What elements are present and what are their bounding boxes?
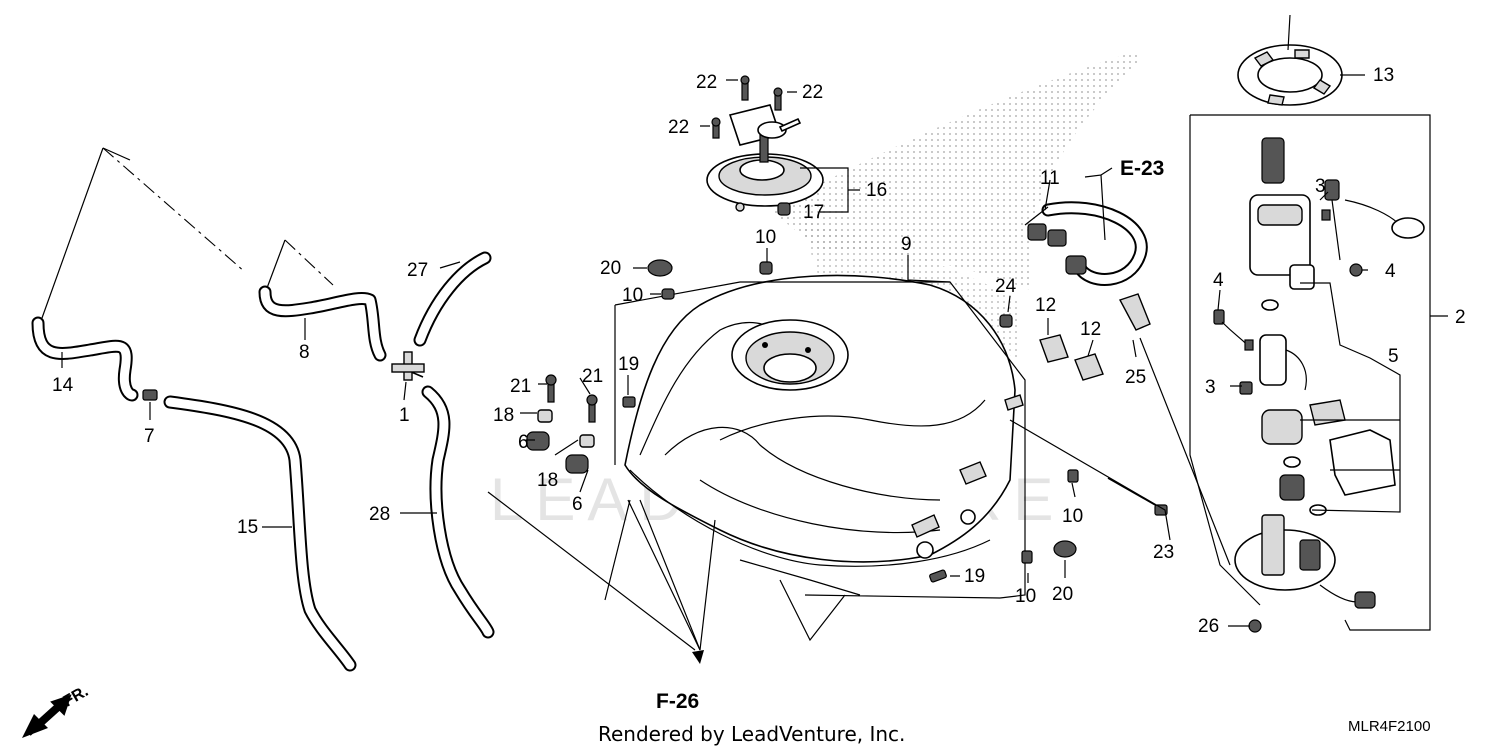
callout-22c: 22 xyxy=(668,117,689,138)
joint-1 xyxy=(391,351,425,381)
leaders-22 xyxy=(700,79,797,127)
fuel-cap-assembly xyxy=(706,75,824,216)
diagram-code: MLR4F2100 xyxy=(1348,718,1431,735)
callout-20b: 20 xyxy=(1052,584,1073,605)
fuel-pump-unit xyxy=(1213,137,1425,633)
callout-10c: 10 xyxy=(1062,506,1083,527)
part-24 xyxy=(999,314,1013,328)
leaders-left-small xyxy=(520,248,768,493)
callout-14: 14 xyxy=(52,375,74,396)
hose-14 xyxy=(31,316,139,402)
callout-12b: 12 xyxy=(1080,319,1101,340)
bracket-line-14 xyxy=(41,147,131,319)
callout-28: 28 xyxy=(369,504,390,525)
dash-line-14 xyxy=(102,147,246,273)
hose-8 xyxy=(258,285,387,362)
fuel-tank xyxy=(624,274,1024,567)
shading-band xyxy=(770,50,1140,290)
callout-10d: 10 xyxy=(1015,586,1036,607)
tank-outline-box xyxy=(604,281,1026,651)
reference-f26[interactable]: F-26 xyxy=(656,690,699,713)
callout-19b: 19 xyxy=(964,566,985,587)
callout-18b: 18 xyxy=(537,470,558,491)
callout-12a: 12 xyxy=(1035,295,1056,316)
small-parts-left xyxy=(526,259,773,474)
hose-15 xyxy=(163,395,357,672)
callout-24: 24 xyxy=(995,276,1017,297)
callout-26: 26 xyxy=(1198,616,1219,637)
callout-22b: 22 xyxy=(802,82,823,103)
pump-panel-border xyxy=(1189,114,1431,631)
callout-16: 16 xyxy=(866,180,887,201)
callout-17: 17 xyxy=(803,202,824,223)
front-direction-arrow xyxy=(22,694,72,738)
callout-19a: 19 xyxy=(618,354,639,375)
callout-8: 8 xyxy=(299,342,310,363)
callout-22a: 22 xyxy=(696,72,717,93)
callout-15: 15 xyxy=(237,517,258,538)
callout-18a: 18 xyxy=(493,405,514,426)
callout-1: 1 xyxy=(399,405,410,426)
callout-11: 11 xyxy=(1040,168,1060,189)
callout-2: 2 xyxy=(1455,307,1466,328)
hose-11-assembly xyxy=(1027,201,1151,331)
leaders-e23 xyxy=(1100,167,1113,176)
callout-25: 25 xyxy=(1125,367,1146,388)
callout-4b: 4 xyxy=(1213,270,1224,291)
part-13-ring xyxy=(1237,44,1343,106)
hose-27 xyxy=(413,251,492,347)
callout-3b: 3 xyxy=(1205,377,1216,398)
small-parts-right xyxy=(929,469,1079,583)
leader-1 xyxy=(403,381,407,401)
leaders-pump xyxy=(1217,191,1401,627)
callout-7: 7 xyxy=(144,426,155,447)
part-12-b xyxy=(1074,353,1104,381)
bolt-23 xyxy=(1107,477,1168,516)
callout-5: 5 xyxy=(1388,346,1399,367)
f26-arrows xyxy=(487,491,716,651)
callout-6a: 6 xyxy=(518,432,529,453)
callout-9: 9 xyxy=(901,234,912,255)
bracket-16 xyxy=(800,167,860,213)
callout-10a: 10 xyxy=(755,227,776,248)
callout-13: 13 xyxy=(1373,65,1394,86)
leader-9 xyxy=(907,255,951,283)
reference-e23[interactable]: E-23 xyxy=(1120,157,1164,180)
callout-4a: 4 xyxy=(1385,261,1396,282)
callout-3a: 3 xyxy=(1315,176,1326,197)
dash-line-8 xyxy=(284,239,334,286)
rendered-by-credit: Rendered by LeadVenture, Inc. xyxy=(598,722,905,746)
leaders-middle xyxy=(950,174,1231,583)
callout-10b: 10 xyxy=(622,285,643,306)
leader-27 xyxy=(439,261,461,269)
callout-23: 23 xyxy=(1153,542,1174,563)
f26-arrowhead xyxy=(692,650,704,664)
hose-28 xyxy=(421,385,495,639)
part-12-a xyxy=(1039,334,1069,363)
bracket-line-8 xyxy=(266,239,286,289)
callout-6b: 6 xyxy=(572,494,583,515)
leader-13 xyxy=(1287,14,1365,76)
callout-20a: 20 xyxy=(600,258,621,279)
callout-21a: 21 xyxy=(510,376,531,397)
callout-27: 27 xyxy=(407,260,428,281)
fitting-7 xyxy=(142,389,158,401)
callout-21b: 21 xyxy=(582,366,603,387)
